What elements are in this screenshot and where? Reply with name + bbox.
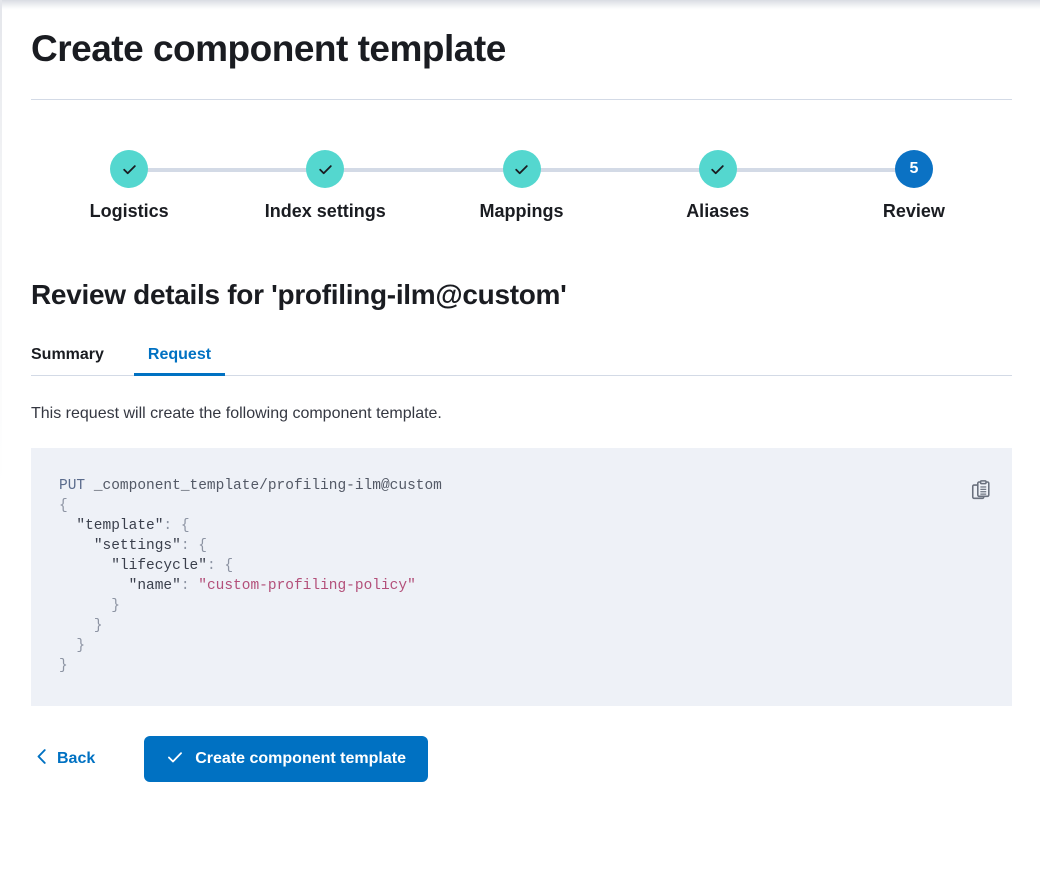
stepper-label: Aliases xyxy=(686,201,750,221)
wizard-actions: Back Create component template xyxy=(31,736,1009,782)
request-code: PUT _component_template/profiling-ilm@cu… xyxy=(59,478,442,674)
stepper-connector xyxy=(129,168,326,172)
page-title: Create component template xyxy=(31,28,506,69)
stepper-connector xyxy=(717,168,914,172)
request-description: This request will create the following c… xyxy=(31,405,442,422)
create-button-label: Create component template xyxy=(195,750,406,767)
stepper-circle-complete xyxy=(306,150,345,188)
stepper-label: Mappings xyxy=(479,201,564,221)
review-heading: Review details for 'profiling-ilm@custom… xyxy=(31,279,567,310)
chevron-left-icon xyxy=(35,748,48,770)
stepper-step-review[interactable]: 5 Review xyxy=(816,150,1012,222)
top-scroll-shadow xyxy=(0,0,1040,10)
stepper-step-mappings[interactable]: Mappings xyxy=(423,150,718,222)
tab-request[interactable]: Request xyxy=(133,346,226,376)
stepper-circle-complete xyxy=(110,150,149,188)
request-method: PUT xyxy=(59,478,86,494)
request-code-panel: PUT _component_template/profiling-ilm@cu… xyxy=(31,448,1012,706)
stepper-step-aliases[interactable]: Aliases xyxy=(620,150,914,222)
stepper-label: Index settings xyxy=(264,201,386,221)
review-tabs: Summary Request xyxy=(31,346,1012,376)
stepper-connector xyxy=(521,168,718,172)
stepper-label: Review xyxy=(882,201,945,221)
stepper-step-logistics[interactable]: Logistics xyxy=(31,150,326,222)
create-component-template-button[interactable]: Create component template xyxy=(144,736,428,782)
stepper-circle-complete xyxy=(502,150,541,188)
back-button-label: Back xyxy=(57,750,96,767)
back-button[interactable]: Back xyxy=(31,742,103,776)
stepper-circle-current: 5 xyxy=(894,150,933,188)
copy-clipboard-icon[interactable] xyxy=(968,478,994,504)
stepper-connector xyxy=(325,168,522,172)
create-component-template-page: Create component template Logistics Inde… xyxy=(0,10,1040,782)
tab-summary[interactable]: Summary xyxy=(31,346,118,375)
request-path: _component_template/profiling-ilm@custom xyxy=(93,478,442,494)
stepper-circle-complete xyxy=(698,150,737,188)
wizard-stepper: Logistics Index settings Mappings xyxy=(31,150,1012,222)
stepper-label: Logistics xyxy=(89,201,169,221)
stepper-step-number: 5 xyxy=(909,160,919,177)
header-divider xyxy=(31,99,1012,100)
check-icon xyxy=(166,748,184,771)
lifecycle-name-value: "custom-profiling-policy" xyxy=(198,578,416,594)
stepper-step-index-settings[interactable]: Index settings xyxy=(227,150,522,222)
